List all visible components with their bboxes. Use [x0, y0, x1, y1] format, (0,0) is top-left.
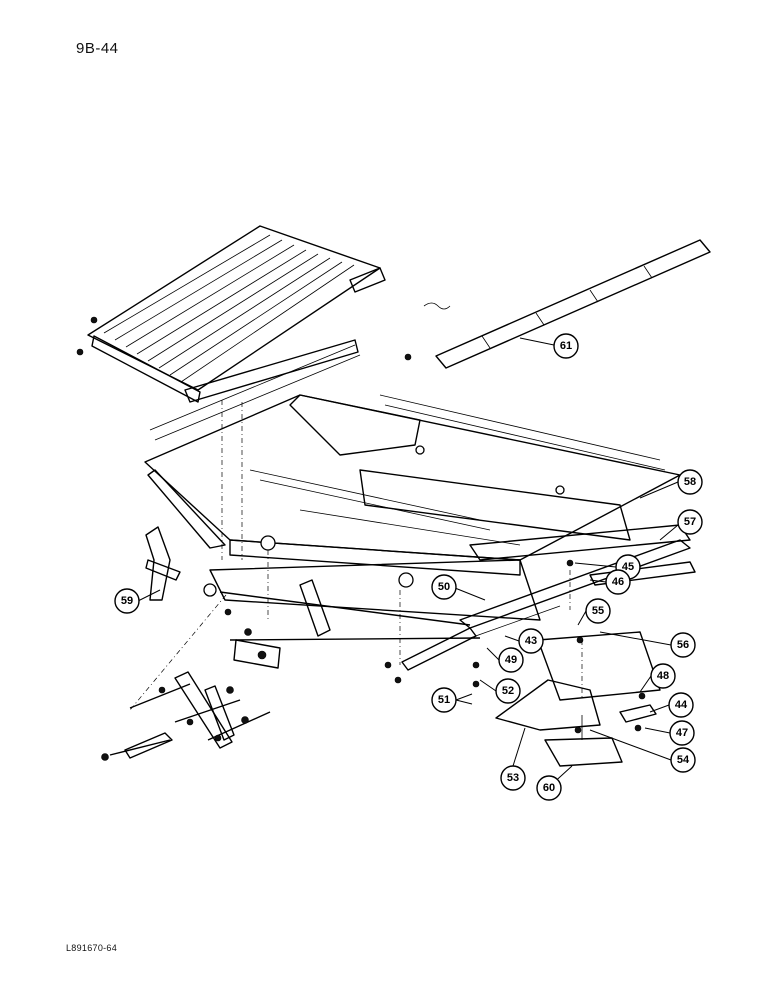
top-cover-panel: [76, 225, 386, 403]
callout-49: 49: [498, 647, 524, 673]
callout-43: 43: [518, 628, 544, 654]
callout-leaders: [137, 337, 679, 787]
callout-61-label: 61: [560, 340, 572, 352]
side-plates: [495, 559, 696, 767]
callout-60-label: 60: [543, 782, 555, 794]
page-code: 9B-44: [76, 40, 119, 57]
figure-code: L891670-64: [66, 943, 118, 953]
callout-56-label: 56: [677, 639, 689, 651]
callout-59: 59: [114, 588, 140, 614]
rear-shield-strip: [404, 239, 711, 369]
callout-48: 48: [650, 663, 676, 689]
callout-44-label: 44: [675, 699, 688, 711]
callout-61: 61: [553, 333, 579, 359]
callout-54: 54: [670, 747, 696, 773]
callout-52: 52: [495, 678, 521, 704]
callout-48-label: 48: [657, 670, 669, 682]
callout-45-label: 45: [622, 561, 634, 573]
main-frame-assembly: [144, 344, 691, 639]
control-lever: [145, 526, 181, 601]
callout-47: 47: [669, 720, 695, 746]
callout-43-label: 43: [525, 635, 537, 647]
callout-47-label: 47: [676, 727, 688, 739]
callout-52-label: 52: [502, 685, 514, 697]
callout-46-label: 46: [612, 576, 624, 588]
callout-51: 51: [431, 687, 457, 713]
callout-53: 53: [500, 765, 526, 791]
callout-50-label: 50: [438, 581, 450, 593]
callout-55-label: 55: [592, 605, 604, 617]
lower-linkage-assembly: [101, 579, 481, 761]
callout-51-label: 51: [438, 694, 450, 706]
callout-57-label: 57: [684, 516, 696, 528]
callout-46: 46: [605, 569, 631, 595]
callout-58-label: 58: [684, 476, 696, 488]
callout-49-label: 49: [505, 654, 517, 666]
callout-50: 50: [431, 574, 457, 600]
callout-57: 57: [677, 509, 703, 535]
alignment-lines: [129, 400, 583, 711]
callout-58: 58: [677, 469, 703, 495]
callout-55: 55: [585, 598, 611, 624]
callout-56: 56: [670, 632, 696, 658]
callout-60: 60: [536, 775, 562, 801]
callout-44: 44: [668, 692, 694, 718]
callout-54-label: 54: [677, 754, 690, 766]
callout-53-label: 53: [507, 772, 519, 784]
callout-59-label: 59: [121, 595, 133, 607]
